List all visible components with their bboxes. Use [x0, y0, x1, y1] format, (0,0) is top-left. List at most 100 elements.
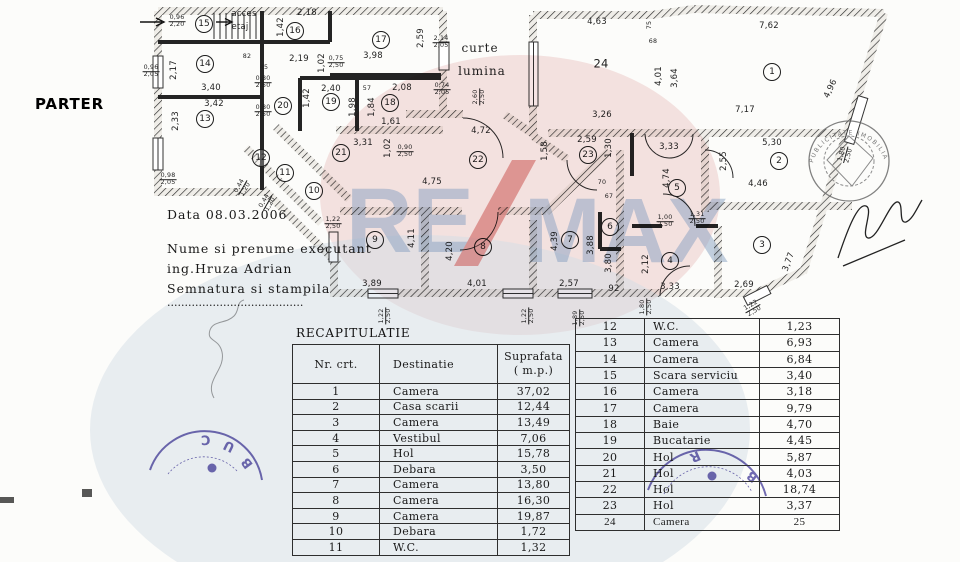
dimension-label: 92	[608, 283, 620, 294]
dimension-label: 67	[604, 192, 614, 200]
dimension-label: 68	[648, 37, 658, 45]
room-number-16: 16	[286, 22, 304, 40]
dimension-label: 2,33	[170, 111, 181, 131]
scan-smudges	[0, 489, 92, 503]
room-number-1: 1	[763, 63, 781, 81]
col-header-nr: Nr. crt.	[292, 344, 380, 384]
dimension-label: 1,42	[301, 88, 312, 108]
dimension-label: 3,33	[660, 281, 680, 292]
cell-destinatie: Camera	[379, 507, 498, 525]
cell-nr: 13	[575, 334, 645, 352]
recap-header-row: Nr. crt. Destinatie Suprafata ( m.p.)	[292, 344, 570, 384]
dimension-label: 3,33	[659, 141, 679, 152]
room-number-10: 10	[305, 182, 323, 200]
cell-destinatie: Camera	[379, 476, 498, 494]
cell-suprafata: 3,37	[759, 497, 840, 515]
dimension-label: 2,69	[734, 279, 754, 290]
signature-dots: .......................................	[167, 296, 304, 309]
cell-suprafata: 6,84	[759, 350, 840, 368]
cell-suprafata: 16,30	[497, 492, 570, 509]
floor-title: PARTER	[35, 95, 104, 113]
dimension-label: 4,39	[549, 231, 560, 251]
room-number-20: 20	[274, 97, 292, 115]
dimension-label: 70	[597, 178, 607, 186]
dimension-label: 3,31	[353, 137, 373, 148]
blue-stamp-left: B U C	[149, 430, 263, 481]
cell-destinatie: Hol	[379, 445, 498, 462]
courtyard-label-line2: lumina	[458, 64, 506, 78]
room-number-17: 17	[372, 31, 390, 49]
cell-destinatie: Debara	[379, 523, 498, 540]
room-number-18: 18	[381, 94, 399, 112]
dimension-label: 2,59	[577, 134, 597, 145]
cell-destinatie: Camera	[644, 399, 760, 417]
cell-nr: 23	[575, 497, 645, 515]
cell-suprafata: 4,03	[759, 464, 840, 482]
dimension-label: 2,40	[321, 83, 341, 94]
date-line: Data 08.03.2006	[167, 207, 288, 222]
dimension-label: 4,01	[653, 66, 664, 86]
cell-nr: 5	[292, 445, 380, 462]
dimension-label: 24	[593, 56, 609, 71]
dimension-label: 2,18	[297, 7, 317, 18]
dimension-label: 1,58	[539, 141, 550, 161]
cell-suprafata: 1,32	[497, 538, 570, 556]
cell-destinatie: Camera	[644, 383, 760, 401]
col-header-sup: Suprafata ( m.p.)	[497, 344, 570, 384]
cell-nr: 21	[575, 464, 645, 482]
room-number-12: 12	[252, 149, 270, 167]
dimension-label: 3,64	[669, 68, 680, 88]
stairs	[213, 13, 257, 39]
col-header-sup-line1: Suprafata	[504, 350, 563, 364]
room-number-19: 19	[322, 93, 340, 111]
dimension-label: 3,89	[362, 278, 382, 289]
dimension-label: 7,17	[735, 104, 755, 115]
dimension-label: 2,55	[718, 151, 729, 171]
cell-suprafata: 37,02	[497, 383, 570, 400]
dimension-label: 1,61	[381, 116, 401, 127]
room-number-2: 2	[770, 152, 788, 170]
cell-destinatie: Camera	[379, 383, 498, 400]
room-number-23: 23	[579, 146, 597, 164]
cell-nr: 20	[575, 448, 645, 466]
cell-suprafata: 4,70	[759, 415, 840, 434]
cell-destinatie: W.C.	[644, 317, 760, 336]
cell-suprafata: 9,79	[759, 399, 840, 417]
cell-suprafata: 19,87	[497, 507, 570, 525]
cell-destinatie: Vestibul	[379, 429, 498, 447]
cell-nr: 17	[575, 399, 645, 417]
room-number-22: 22	[469, 151, 487, 169]
cell-suprafata: 1,72	[497, 523, 570, 540]
dimension-label: 75	[645, 20, 653, 30]
dimension-label: 2,08	[392, 82, 412, 93]
cell-destinatie: Casa scarii	[379, 398, 498, 416]
col-header-sup-line2: ( m.p.)	[513, 364, 554, 377]
dimension-label: 2,59	[415, 28, 426, 48]
cell-nr: 18	[575, 415, 645, 434]
room-number-8: 8	[474, 238, 492, 256]
cell-suprafata: 3,18	[759, 383, 840, 401]
